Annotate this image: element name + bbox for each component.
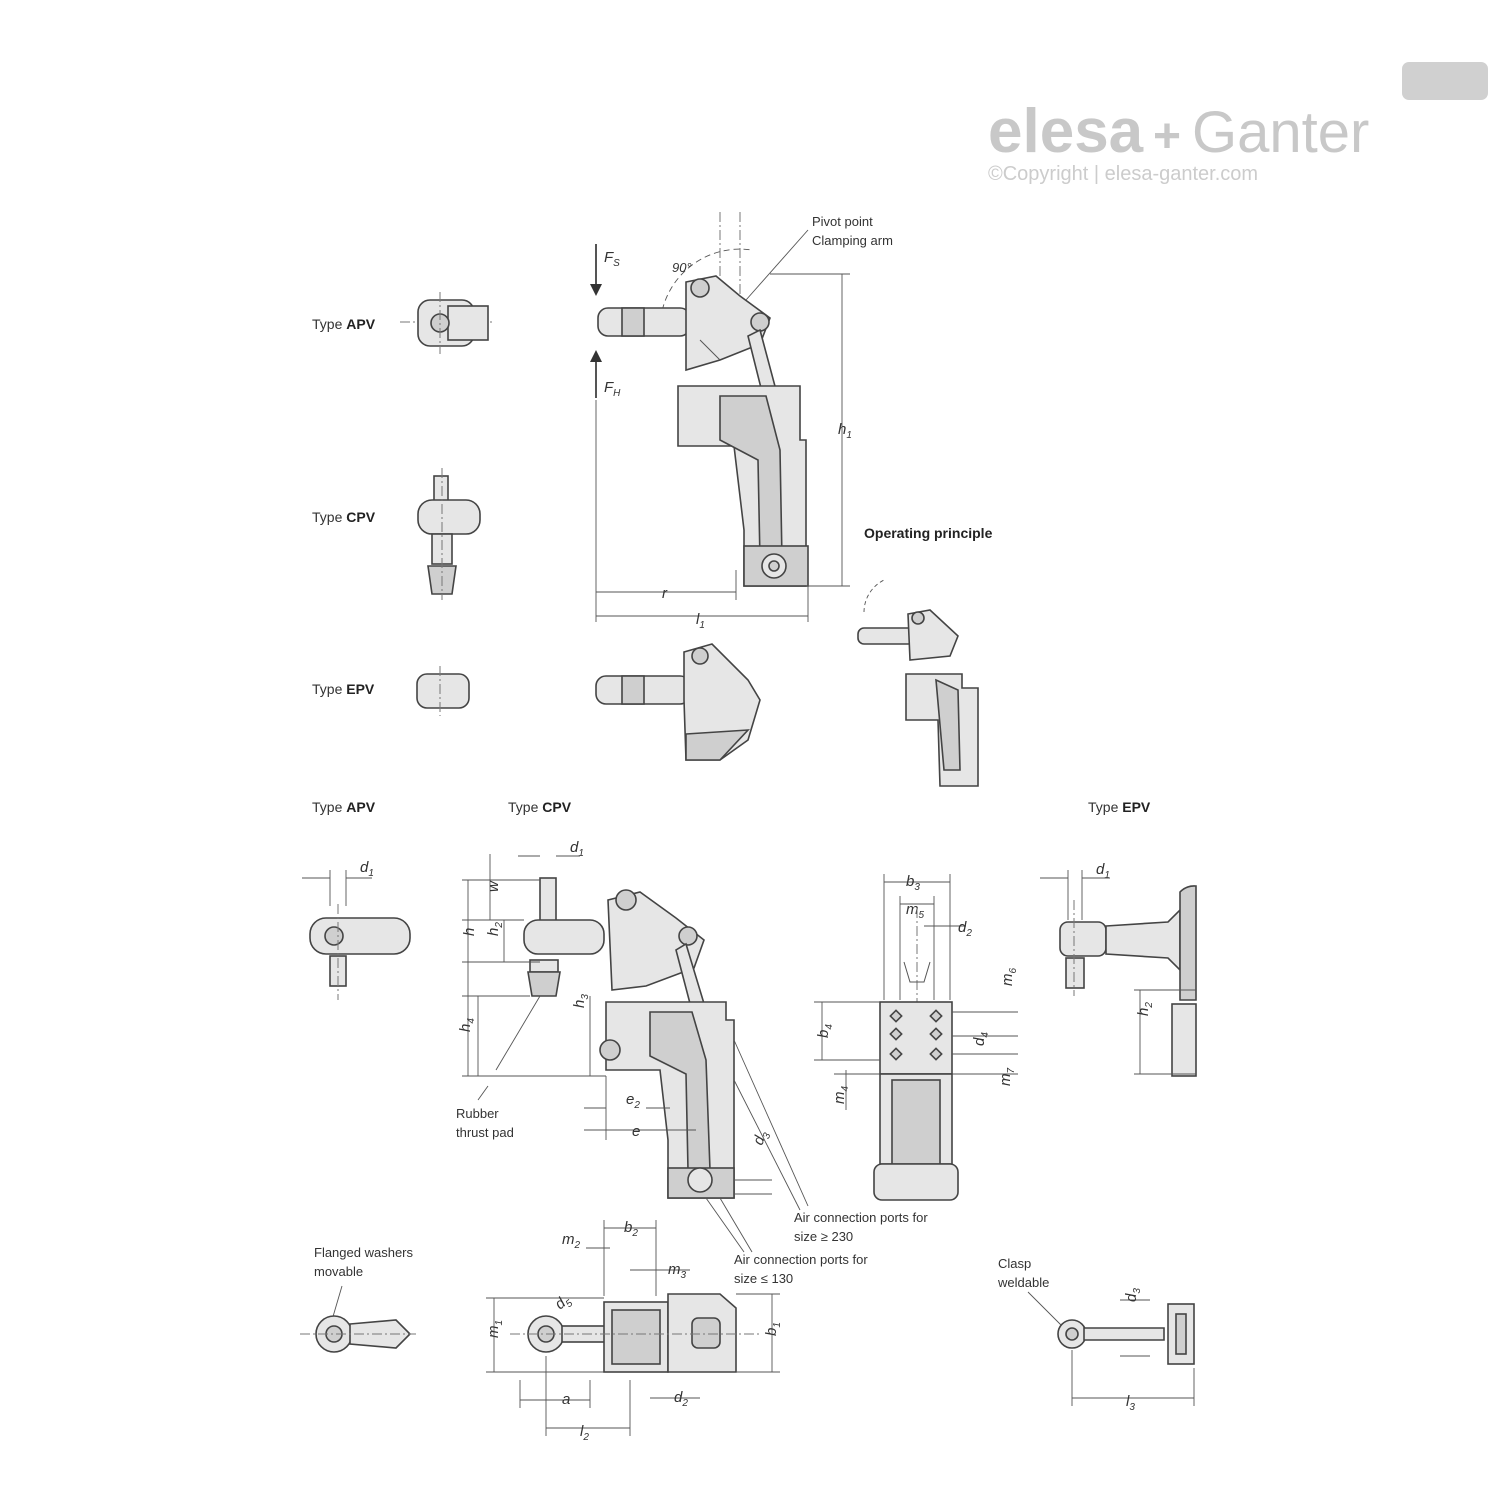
dim-h3: h3 [571,994,591,1008]
dim-h1: h1 [838,421,852,441]
dim-m3: m3 [668,1261,687,1281]
logo-ganter: Ganter [1192,100,1369,165]
dim-b3: b3 [906,873,920,893]
dim-e2: e2 [626,1091,640,1111]
dim-m5: m5 [906,901,925,921]
dim-d3-top: d3 [1123,1288,1143,1302]
air-small-label-line1: Air connection ports for [734,1252,868,1267]
dim-m4: m4 [831,1086,851,1105]
dim-m6: m6 [999,968,1019,987]
dim-l1: l1 [696,611,705,631]
dim-b1: b1 [763,1322,783,1336]
dim-w: w [485,880,502,892]
clasp-label-line2: weldable [997,1275,1049,1290]
epv-head-drawing [595,643,761,761]
bottom-type-apv-label: Type APV [312,799,376,815]
rubber-label-line1: Rubber [456,1106,499,1121]
top-type-cpv-label: Type CPV [312,509,376,525]
dim-h2-epv: h2 [1135,1002,1155,1016]
pivot-label-line2: Clamping arm [812,233,893,248]
front-view-drawing: b3 m5 d2 m6 d4 m7 b4 [814,873,1019,1201]
copyright-text: ©Copyright | elesa-ganter.com [988,163,1258,185]
top-epv-icon [416,666,470,716]
dim-m2: m2 [562,1231,581,1251]
top-apv-icon [400,292,492,354]
dim-d1-epv: d1 [1096,861,1110,881]
dim-l3: l3 [1126,1393,1135,1413]
logo-elesa: elesa [988,97,1144,166]
air-small-label-line2: size ≤ 130 [734,1271,793,1286]
dim-d1-cpv: d1 [570,839,584,859]
main-clamp-drawing: 90° FS FH Pivot point Clamping arm h1 [590,212,893,631]
eg-mark-icon [1402,62,1488,100]
pivot-label-line1: Pivot point [812,214,873,229]
clasp-drawing: d3 l3 [1027,1288,1195,1413]
bottom-epv-drawing: d1 h2 [1040,861,1197,1077]
dim-d5: d5 [552,1291,576,1316]
bottom-cpv-drawing: d1 w h h2 h4 h3 Rubber thru [456,839,809,1253]
bottom-apv-drawing: d1 [302,859,411,1000]
top-type-apv-label: Type APV [312,316,376,332]
operating-principle-drawing [857,579,979,787]
washers-label-line1: Flanged washers [314,1245,413,1260]
top-cpv-icon [417,468,481,600]
washers-drawing [300,1285,416,1353]
dim-b4: b4 [815,1024,835,1038]
brand-logo: elesa + Ganter ©Copyright | elesa-ganter… [988,62,1488,185]
clasp-label-line1: Clasp [998,1256,1031,1271]
dim-h2-cpv: h2 [485,922,505,936]
rubber-label-line2: thrust pad [456,1125,514,1140]
dim-d4: d4 [971,1032,991,1046]
dim-a: a [562,1391,570,1408]
dim-b2: b2 [624,1219,638,1239]
washers-label-line2: movable [314,1264,363,1279]
top-type-epv-label: Type EPV [312,681,375,697]
bottom-type-cpv-label: Type CPV [508,799,572,815]
air-large-label-line1: Air connection ports for [794,1210,928,1225]
dim-m7: m7 [997,1068,1017,1087]
dim-d1-apv: d1 [360,859,374,879]
dim-l2: l2 [580,1423,589,1443]
angle-label: 90° [672,260,692,275]
force-s-label: FS [604,249,620,269]
dim-r: r [662,585,668,602]
dim-h: h [461,928,478,936]
dim-d2-top: d2 [674,1389,688,1409]
operating-principle-label: Operating principle [864,525,993,541]
dim-h4: h4 [457,1018,477,1032]
force-h-label: FH [604,379,621,399]
bottom-type-epv-label: Type EPV [1088,799,1151,815]
dim-d2-front: d2 [958,919,972,939]
dim-e: e [632,1123,640,1140]
top-view-drawing: b2 m2 m3 m1 d5 b1 a d2 l2 [485,1219,783,1443]
air-large-label-line2: size ≥ 230 [794,1229,853,1244]
dim-m1: m1 [485,1320,505,1338]
logo-plus: + [1153,110,1181,163]
dim-d3-side: d3 [750,1128,774,1148]
